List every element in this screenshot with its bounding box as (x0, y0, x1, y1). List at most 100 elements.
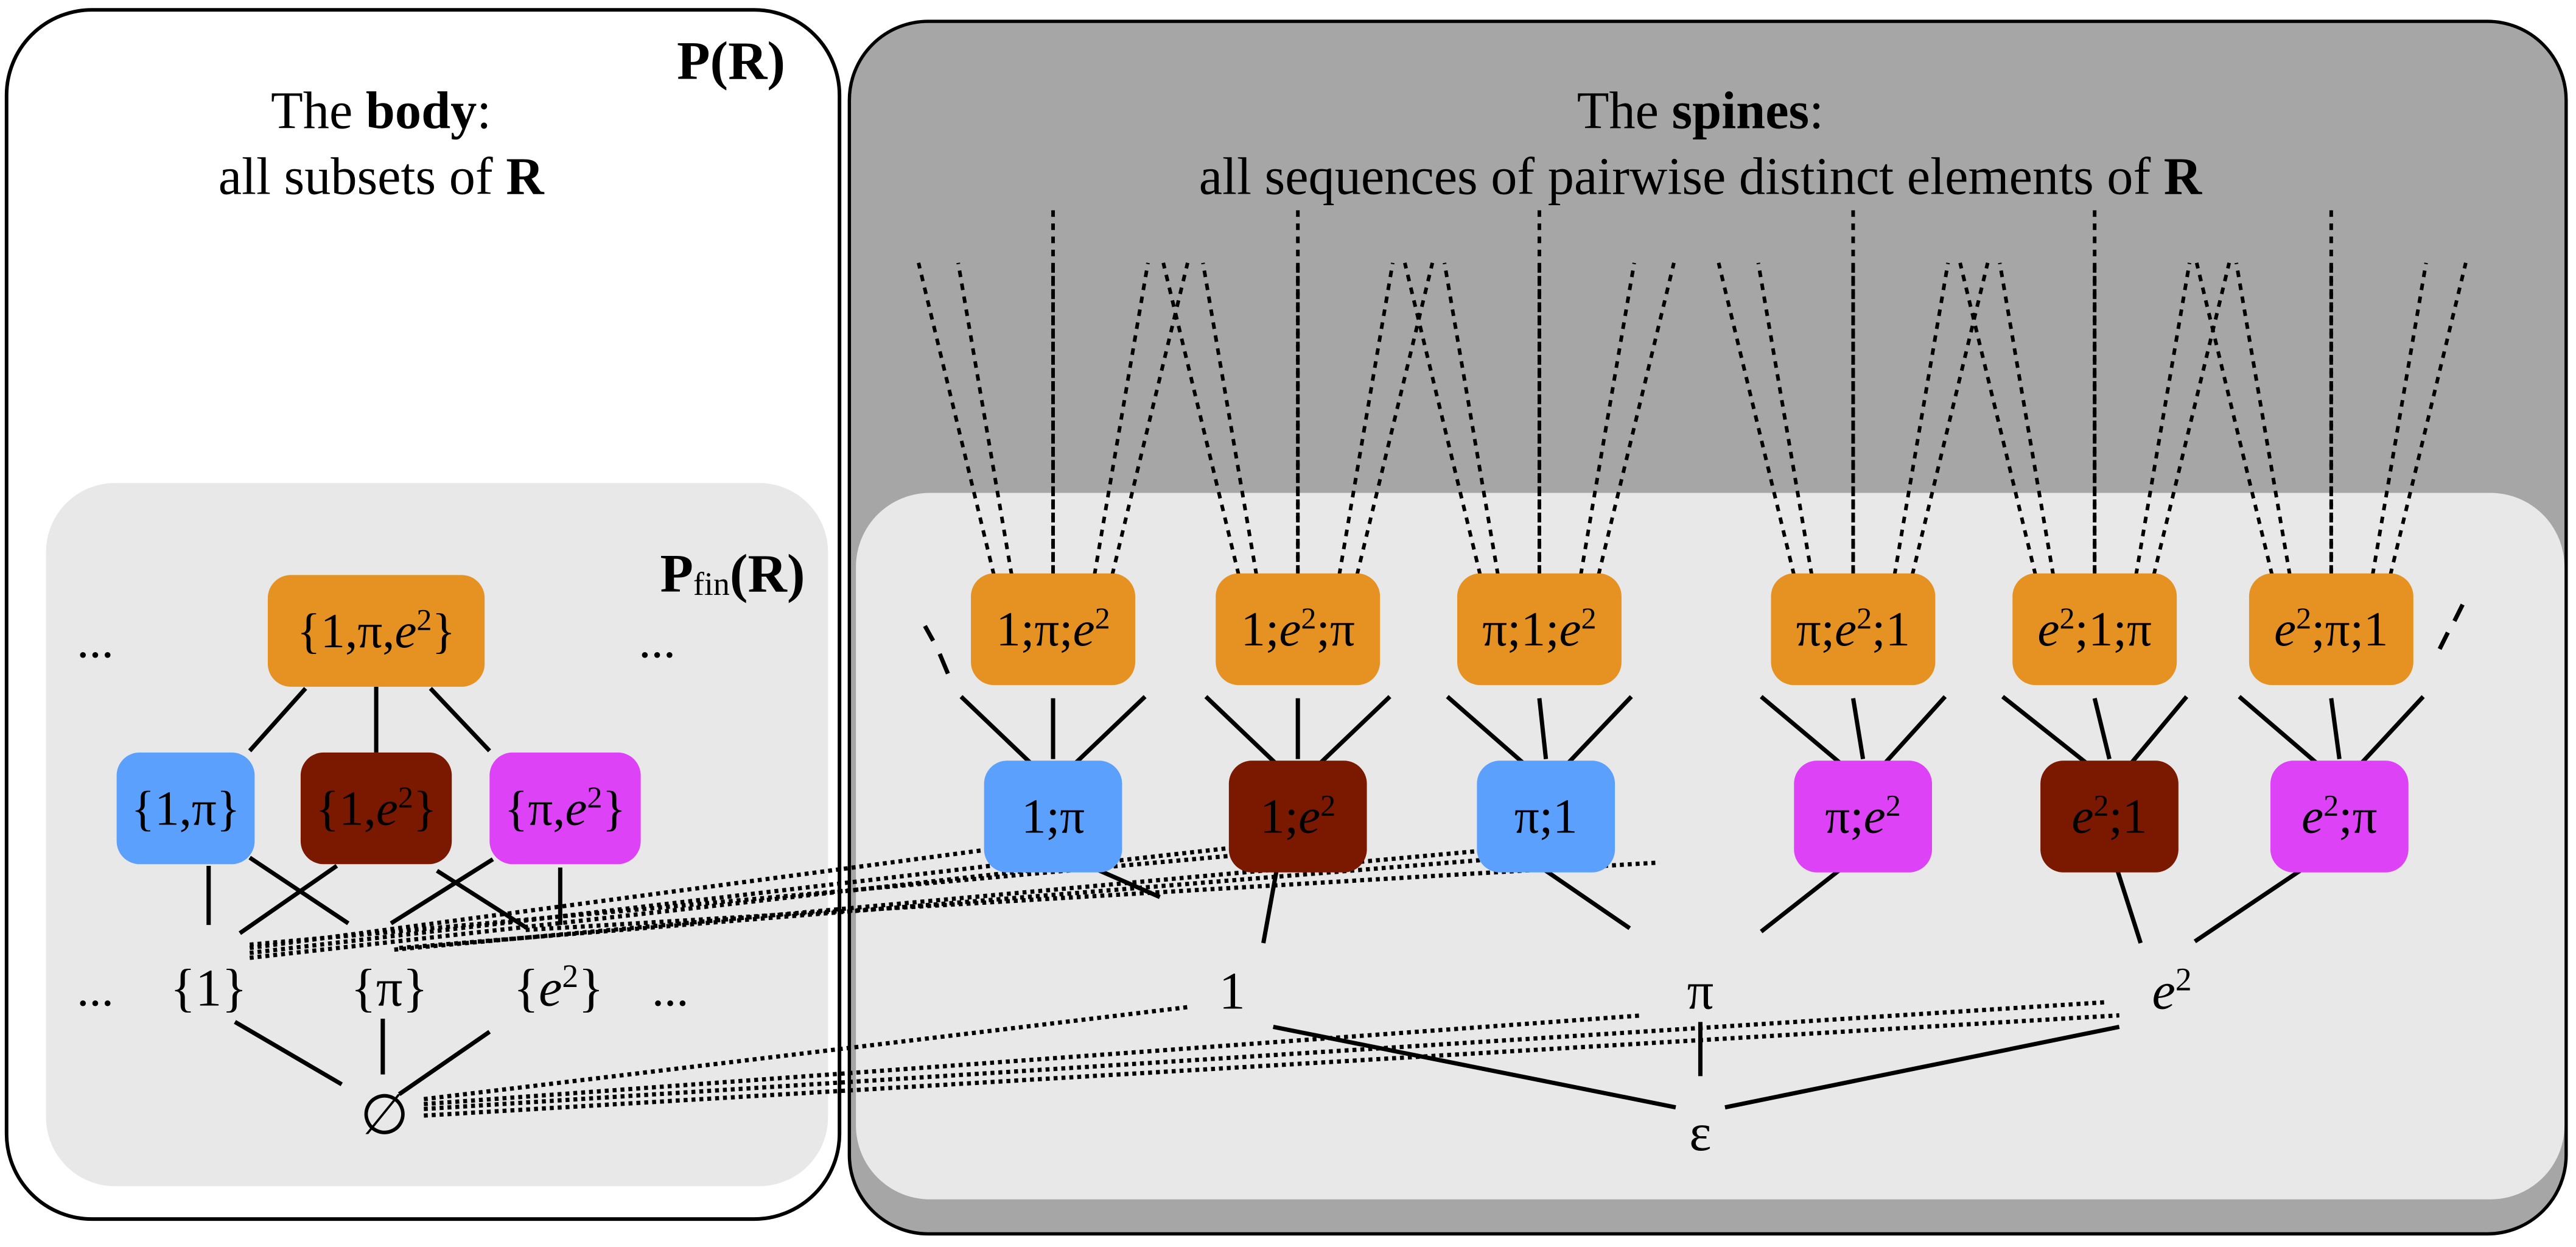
spine-edge (1316, 695, 1391, 767)
infinite-spine-line (1403, 262, 1482, 576)
spine-edge (2092, 697, 2112, 760)
ellipsis-dot (923, 625, 936, 642)
subset-node-1-pi-e2-label: {1,π,e2​} (297, 603, 456, 658)
infinite-spine-line (1892, 262, 1950, 575)
spine-node-triple-3: π;e2​;1 (1771, 573, 1936, 686)
correspondence-line (423, 1005, 1188, 1101)
spine-edge (1724, 1024, 2120, 1110)
infinite-spine-line (917, 262, 996, 576)
body-title-line2: all subsets of R (219, 147, 545, 205)
spine-node-triple-1: 1;e2​;π (1216, 573, 1381, 686)
infinite-spine-line (1597, 262, 1676, 576)
spine-node-pair-3-label: π;e2​ (1825, 788, 1900, 843)
infinite-spine-line (1998, 262, 2056, 575)
infinite-spine-line (2370, 262, 2428, 575)
infinite-spine-line (2194, 262, 2274, 576)
ellipsis-top-right: ... (639, 613, 676, 668)
lattice-edge (239, 864, 338, 935)
spine-node-pair-5: e2​;π (2270, 760, 2409, 873)
spine-node-pair-2: π;1 (1477, 760, 1615, 873)
pfin-label: Pfin(R) (660, 544, 805, 603)
spine-node-triple-4: e2​;1;π (2012, 573, 2177, 686)
infinite-spine-line (2152, 262, 2231, 576)
infinite-spine-line (1093, 262, 1150, 575)
infinite-spine-line (1910, 262, 1990, 576)
spine-node-pair-5-box (2270, 760, 2409, 873)
spine-node-single-2: e2​ (2152, 961, 2192, 1020)
spine-edge (1204, 695, 1280, 767)
spine-node-pair-1-box (1228, 760, 1367, 873)
spine-node-triple-1-box (1216, 573, 1381, 686)
correspondence-line (424, 1013, 1643, 1106)
spine-node-triple-5-label: e2​;π;1 (2274, 601, 2388, 656)
subset-node-pair-1-label: {1,e2​} (315, 780, 436, 835)
ellipsis-bottom-left: ... (77, 961, 114, 1016)
spine-node-triple-2-box (1457, 573, 1622, 686)
spine-edge (1564, 695, 1633, 767)
infinite-spine-line (1161, 262, 1241, 576)
spine-node-triple-1-label: 1;e2​;π (1241, 601, 1355, 656)
spine-node-pair-4: e2​;1 (2040, 760, 2179, 873)
spine-node-pair-3-box (1794, 760, 1932, 873)
spine-edge (1760, 864, 1847, 933)
ellipsis-bottom-right: ... (652, 961, 689, 1016)
infinite-spine-line (1201, 262, 1259, 575)
spine-edge (2238, 695, 2322, 768)
subset-node-singleton-1: {π} (351, 958, 428, 1017)
spine-node-pair-3: π;e2​ (1794, 760, 1932, 873)
spines-title-line2: all sequences of pairwise distinct eleme… (1199, 147, 2203, 205)
lattice-edge (390, 857, 494, 926)
infinite-spine-line (1579, 262, 1636, 575)
subset-node-empty: ∅ (360, 1084, 409, 1146)
ellipsis-dot (2437, 631, 2450, 650)
spine-node-pair-4-label: e2​;1 (2071, 788, 2147, 843)
ellipsis-dot (2452, 603, 2465, 622)
correspondence-line (424, 1013, 2119, 1118)
spine-edge (1273, 1024, 1676, 1110)
edge-lines (206, 686, 2425, 1110)
infinite-spine-line (1958, 262, 2037, 576)
subset-node-pair-0-label: {1,π} (131, 781, 240, 835)
spine-node-pair-0-label: 1;π (1021, 789, 1085, 844)
body-title-line1: The body: (271, 81, 491, 139)
spine-edge (1071, 695, 1147, 767)
correspondence-line (424, 1000, 2107, 1111)
spine-node-triple-5: e2​;π;1 (2249, 573, 2413, 686)
correspondence-line (249, 847, 990, 950)
spine-node-triple-0-box (971, 573, 1135, 686)
spine-node-triple-0-label: 1;π;e2​ (996, 601, 1110, 656)
correspondence-line (525, 860, 1660, 932)
correspondence-line (249, 860, 1019, 955)
subset-node-singleton-2: {e2​} (514, 958, 604, 1017)
spine-node-pair-0: 1;π (984, 760, 1122, 873)
subset-node-1-pi-e2-box (267, 575, 485, 687)
spine-edge (2001, 695, 2091, 768)
infinite-spine-line (1355, 262, 1435, 576)
spine-edge (1760, 695, 1845, 768)
subset-node-pair-0-box (116, 752, 255, 865)
infinite-spine-line (956, 262, 1013, 575)
spine-node-pair-1-label: 1;e2​ (1260, 788, 1335, 843)
infinite-spine-line (2389, 262, 2468, 576)
subset-node-singleton-0: {1} (170, 958, 247, 1017)
spine-node-triple-5-box (2249, 573, 2413, 686)
spine-node-single-0: 1 (1219, 962, 1245, 1020)
infinite-spine-line (1443, 262, 1500, 575)
subset-node-pair-2-box (489, 752, 641, 865)
subset-node-pair-0: {1,π} (116, 752, 255, 865)
ellipsis-top-left: ... (77, 613, 114, 668)
spine-node-single-1: π (1687, 962, 1714, 1020)
spines-title-line1: The spines: (1577, 81, 1824, 139)
spine-node-pair-0-box (984, 760, 1122, 873)
lattice-edge (436, 869, 529, 930)
spine-edge (2193, 869, 2301, 944)
spine-edge (2329, 698, 2342, 760)
lattice-edge (248, 687, 307, 753)
subset-node-1-pi-e2: {1,π,e2​} (267, 575, 485, 687)
infinite-spine-lines (917, 210, 2468, 675)
nodes: {1,π,e2​} {1,π} {1,e2​} {π,e2​} {1} {π} {e2​} ∅… (116, 573, 2413, 1162)
spine-node-triple-2: π;1;e2​ (1457, 573, 1622, 686)
spine-edge (1261, 870, 1279, 944)
subset-node-pair-2: {π,e2​} (489, 752, 641, 865)
